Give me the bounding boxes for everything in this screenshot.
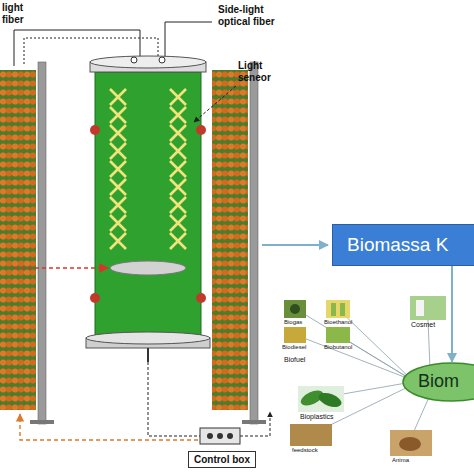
component-label: Side-light optical fiber xyxy=(218,4,290,27)
control-knob xyxy=(217,433,223,439)
control-wire xyxy=(148,362,200,436)
product-label: Bioethanol xyxy=(324,319,352,326)
product-icon xyxy=(416,300,424,316)
product-icon xyxy=(399,437,421,451)
product-icon xyxy=(340,303,345,316)
reactor-lid xyxy=(90,56,206,68)
optical-fiber xyxy=(108,88,128,250)
outlet-nozzle xyxy=(147,348,149,362)
leaf-shape xyxy=(317,390,344,409)
reactor-base xyxy=(86,332,210,344)
fiber-port xyxy=(159,57,165,63)
flow-arrow xyxy=(451,266,453,362)
component-label: light fiber xyxy=(2,2,36,25)
product-label: Biobutanol xyxy=(324,344,352,351)
led-panel xyxy=(0,70,36,410)
light-sensor xyxy=(90,293,100,303)
node-text: Control box xyxy=(194,454,250,465)
product-icon xyxy=(290,304,300,314)
product-icon xyxy=(284,327,306,343)
control-knob xyxy=(227,433,233,439)
process-box: Biomassa K xyxy=(332,224,474,266)
stand-foot xyxy=(242,420,266,424)
product-label: feedstock xyxy=(292,447,318,454)
product-label: Biodiesel xyxy=(282,344,306,351)
product-icon xyxy=(390,430,432,456)
control-wire xyxy=(240,412,270,436)
fiber-port xyxy=(131,57,137,63)
product-label: Bioplastics xyxy=(300,413,333,421)
aerator-disk xyxy=(110,261,186,275)
product-icon xyxy=(290,424,332,446)
control-knob xyxy=(207,433,213,439)
stand-foot xyxy=(30,420,54,424)
product-icon xyxy=(298,386,344,412)
optical-fiber xyxy=(168,88,188,250)
product-label: Anima xyxy=(392,457,409,464)
product-label: Biofuel xyxy=(284,356,305,364)
product-ellipse: Biom xyxy=(402,362,474,402)
control-wire xyxy=(20,414,198,440)
component-label: Light seneor xyxy=(238,60,278,83)
led-panel xyxy=(212,70,248,410)
leader-line xyxy=(194,86,236,122)
node-text: Biomassa K xyxy=(347,235,448,256)
light-sensor xyxy=(196,125,206,135)
control-device xyxy=(200,428,240,444)
reactor-body xyxy=(95,72,201,342)
light-sensor xyxy=(90,125,100,135)
product-label: Cosmet xyxy=(411,321,435,329)
node-text: Biom xyxy=(418,372,459,392)
air-flow-arrow xyxy=(14,267,108,269)
ellipse-shape xyxy=(403,363,474,401)
control-box-label: Control box xyxy=(188,451,256,468)
product-icon xyxy=(326,327,350,343)
product-label: Biogas xyxy=(284,319,302,326)
panel-stand xyxy=(250,62,258,424)
product-icon xyxy=(331,303,336,316)
product-icon xyxy=(410,296,446,320)
light-sensor xyxy=(196,293,206,303)
product-icon xyxy=(284,300,306,318)
product-icon xyxy=(326,300,350,318)
panel-stand xyxy=(38,62,46,424)
flow-arrow xyxy=(262,244,328,246)
